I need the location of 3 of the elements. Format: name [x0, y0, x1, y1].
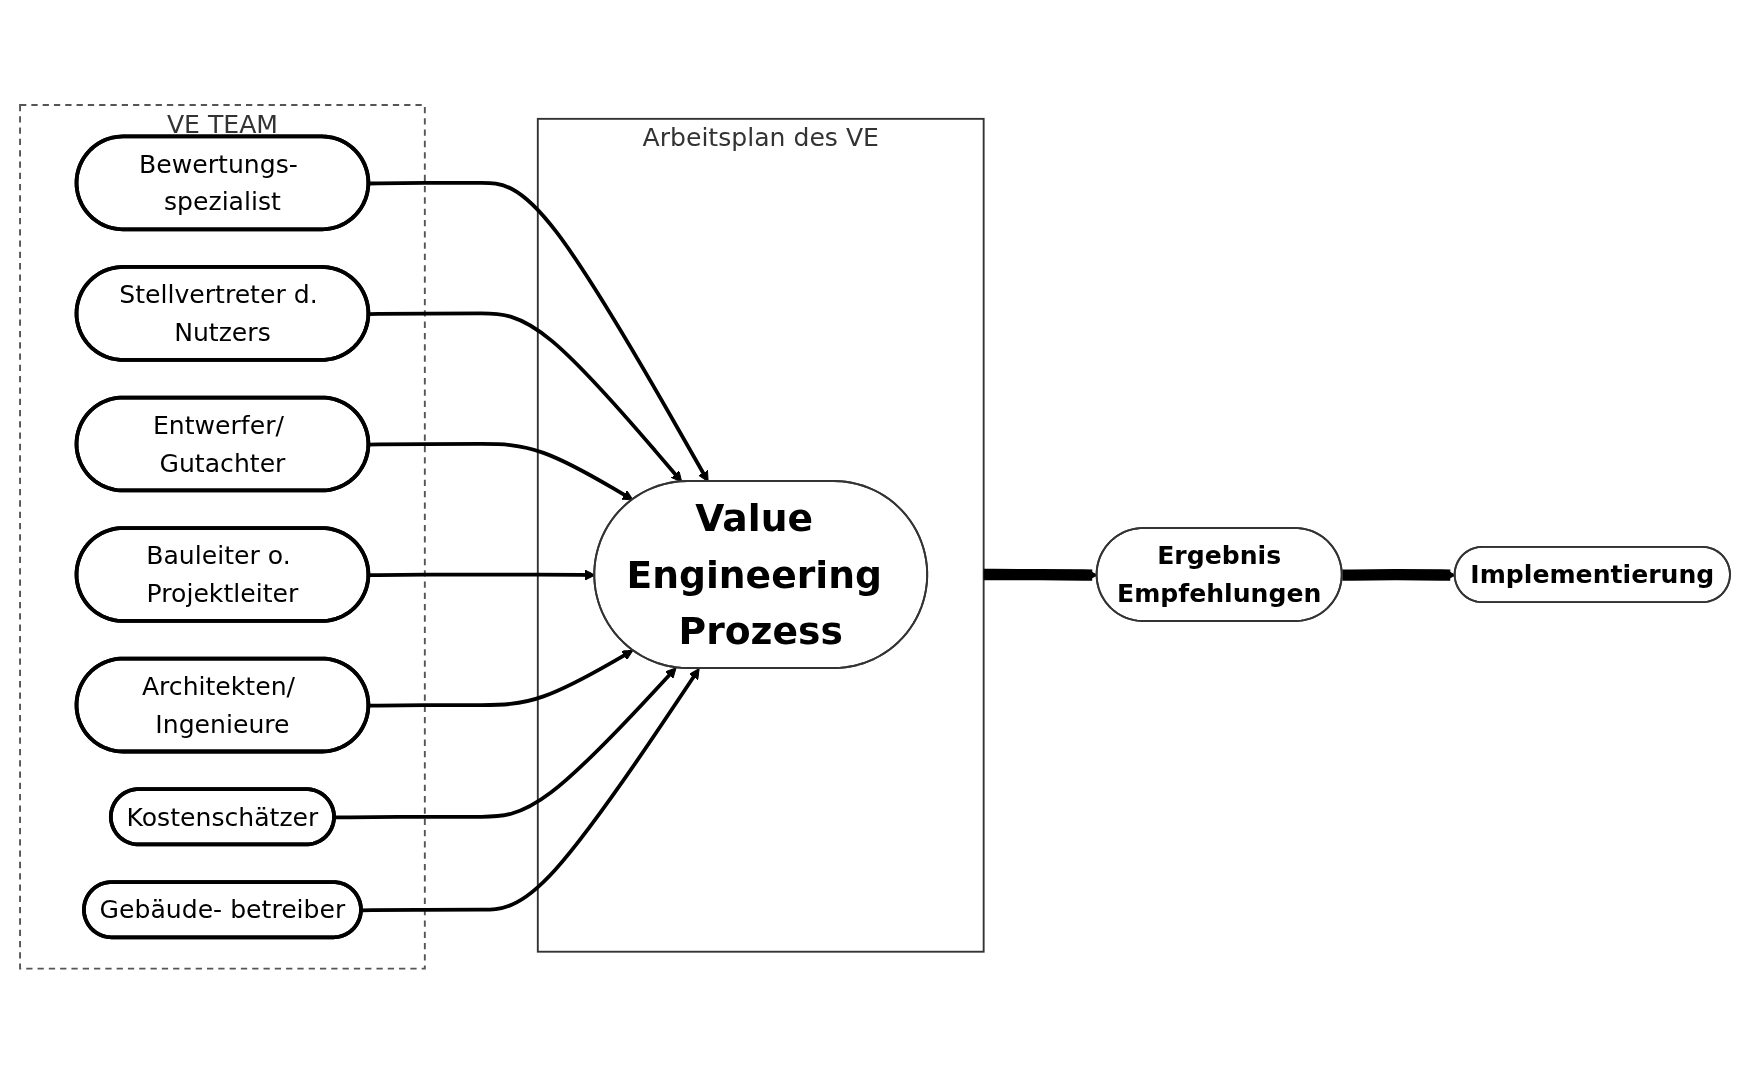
arrow [334, 667, 677, 820]
arrow [1342, 569, 1456, 581]
arrow [361, 668, 700, 913]
